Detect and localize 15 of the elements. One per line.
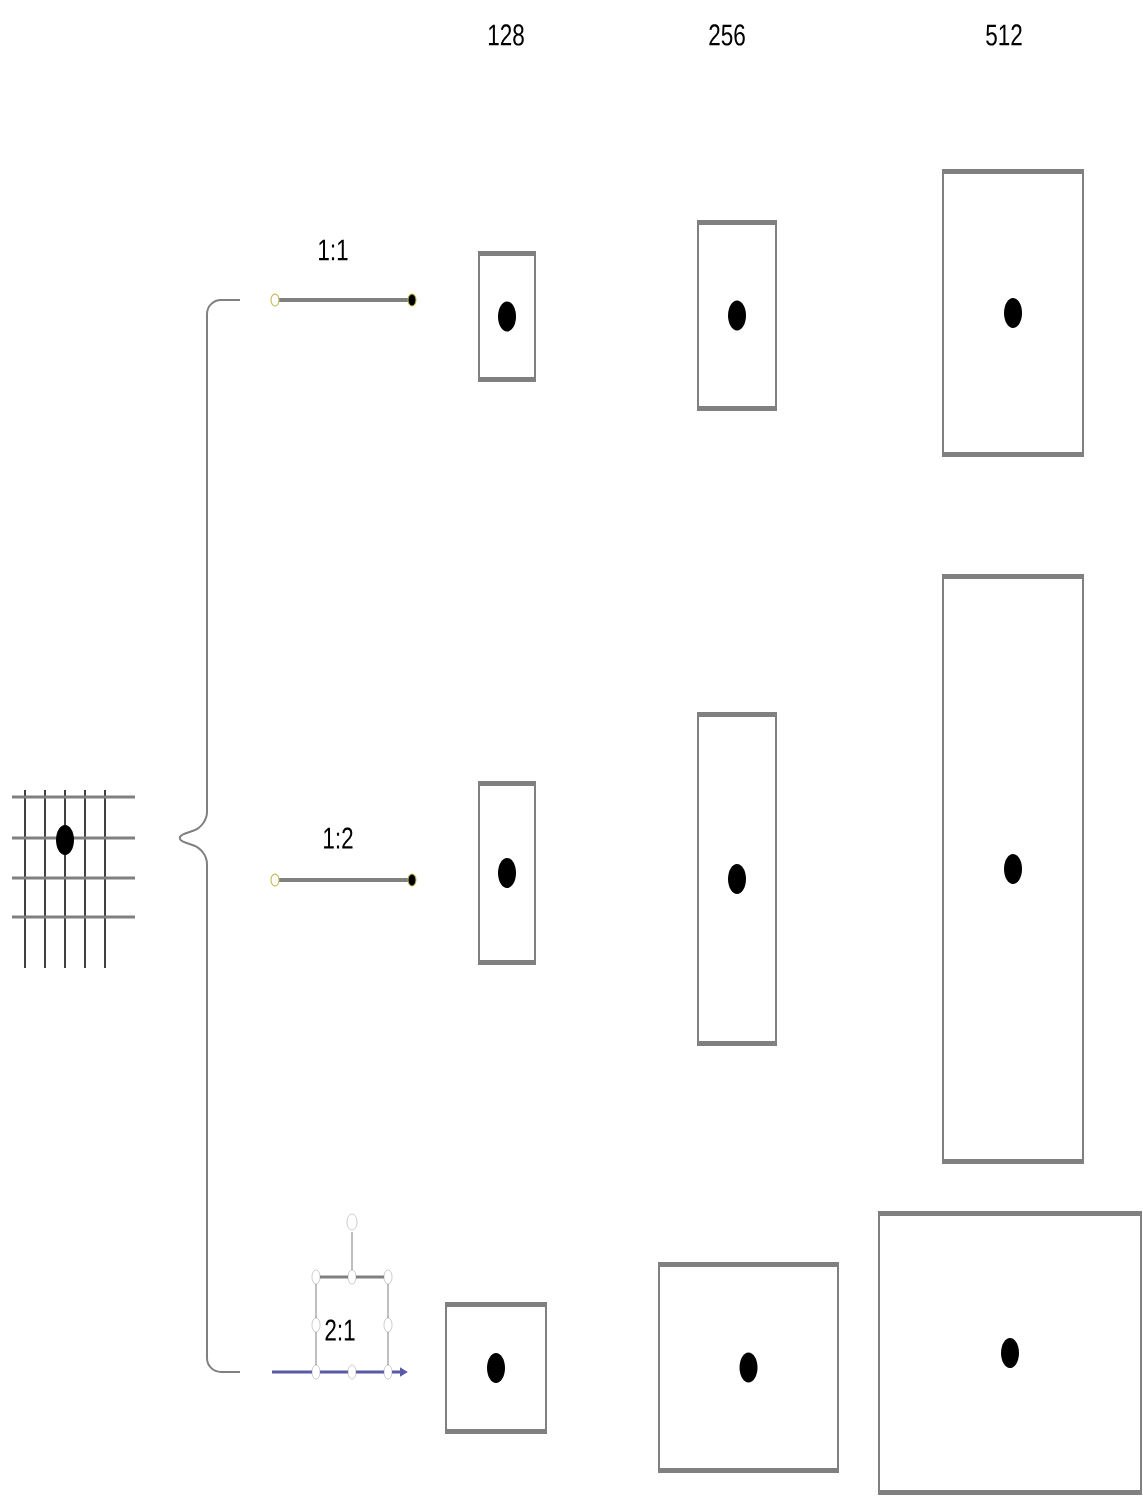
ratio-label: 2:1 <box>323 1318 357 1342</box>
anchor-box <box>878 1211 1142 1495</box>
size-label: 256 <box>707 23 747 47</box>
size-label: 512 <box>984 23 1024 47</box>
anchor-box <box>478 251 536 382</box>
anchor-box <box>942 169 1084 457</box>
anchor-box <box>445 1302 547 1434</box>
ratio-label: 1:2 <box>321 826 355 850</box>
ratio-label: 1:1 <box>316 238 350 262</box>
anchor-box <box>658 1262 839 1473</box>
anchor-box <box>942 574 1084 1164</box>
size-label: 128 <box>486 23 526 47</box>
anchor-box <box>697 220 777 411</box>
anchor-box <box>697 712 777 1046</box>
anchor-box <box>478 781 536 965</box>
